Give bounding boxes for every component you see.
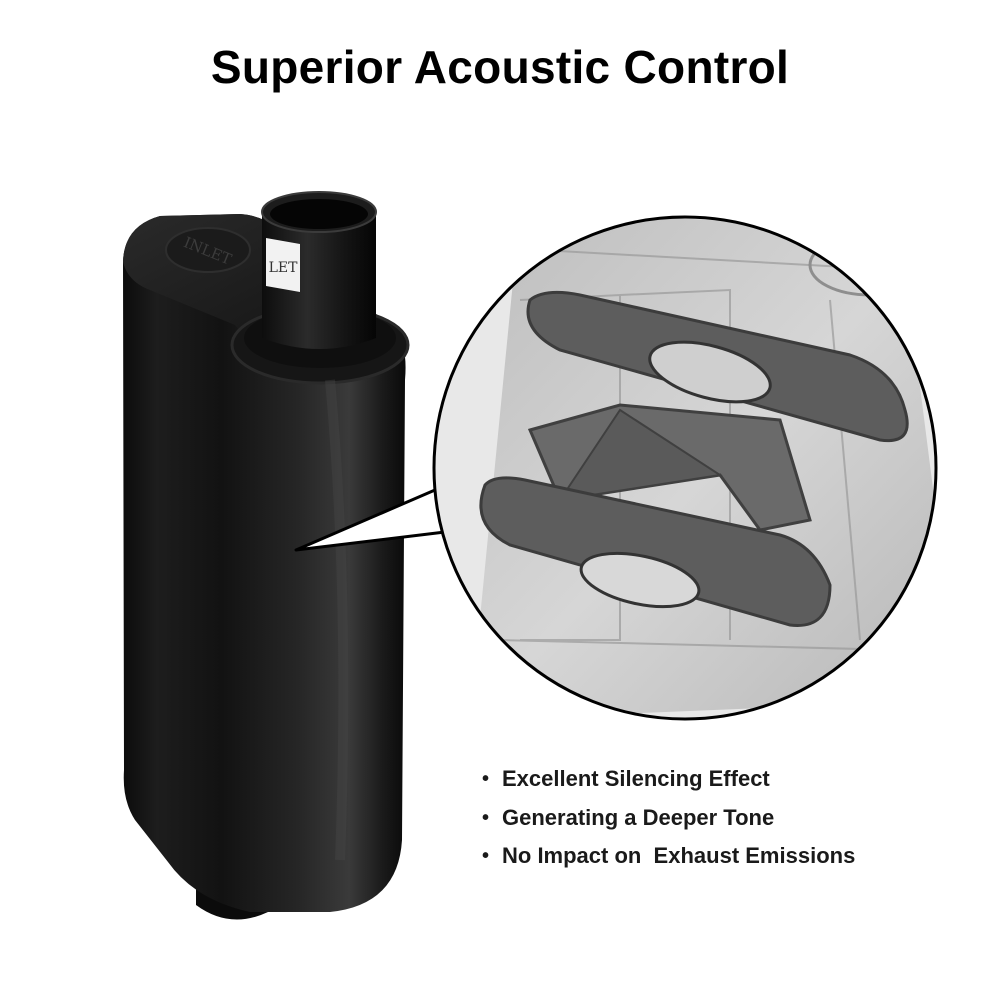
feature-item: • No Impact on Exhaust Emissions: [480, 837, 980, 876]
bullet-dot-icon: •: [482, 768, 490, 790]
feature-item: • Excellent Silencing Effect: [480, 760, 980, 799]
page-title: Superior Acoustic Control: [210, 41, 790, 93]
bullet-dot-icon: •: [482, 806, 490, 829]
feature-text: Excellent Silencing Effect: [502, 766, 770, 791]
bullet-dot-icon: •: [482, 845, 490, 867]
muffler-body: [123, 214, 406, 912]
lower-baffle: [479, 476, 832, 627]
feature-list: • Excellent Silencing Effect • Generating …: [480, 760, 980, 876]
feature-item: • Generating a Deeper Tone: [480, 799, 980, 838]
magnifier-ring: [432, 215, 938, 721]
upper-baffle-hole: [648, 340, 772, 404]
tube-label: [266, 238, 300, 292]
feature-text: Generating a Deeper Tone: [502, 804, 775, 830]
inlet-stamp: [165, 227, 251, 273]
feature-text: No Impact on Exhaust Emissions: [502, 843, 856, 868]
cutaway-magnifier: [432, 215, 938, 721]
muffler: INLET LET: [123, 191, 410, 920]
lower-baffle-hole: [579, 551, 701, 609]
tube-label-text: LET: [269, 260, 299, 276]
